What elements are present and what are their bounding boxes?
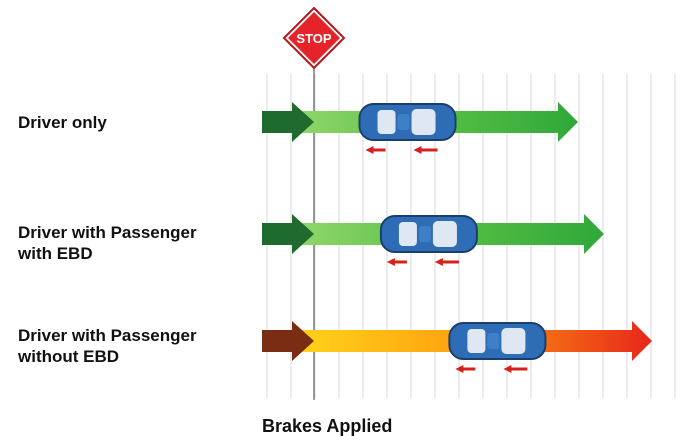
brake-arrow-icon [455, 365, 476, 373]
stop-sign-text: STOP [296, 31, 331, 46]
rows-layer [262, 102, 652, 373]
brake-arrow-icon [365, 146, 386, 154]
brake-arrow-icon [413, 146, 438, 154]
brake-arrow-head [386, 258, 395, 266]
car-roof [397, 114, 410, 130]
brake-arrow-head [434, 258, 443, 266]
car-icon [358, 103, 457, 141]
car-rear-window [467, 329, 486, 353]
start-arrow [262, 321, 314, 361]
car-roof [487, 333, 500, 349]
car-icon [448, 322, 547, 360]
car-rear-window [398, 222, 417, 246]
brake-arrow-head [503, 365, 512, 373]
row-label-without-ebd: Driver with Passenger without EBD [18, 326, 197, 366]
car-windshield [501, 328, 526, 354]
row-label-driver-only: Driver only [18, 113, 107, 132]
car-windshield [432, 221, 457, 247]
stop-sign-icon: STOP [282, 6, 346, 70]
brake-arrow-head [413, 146, 422, 154]
start-arrow [262, 214, 314, 254]
brakes-applied-label: Brakes Applied [262, 416, 393, 436]
brake-arrow-icon [386, 258, 407, 266]
brake-arrow-head [455, 365, 464, 373]
brake-arrow-head [365, 146, 374, 154]
brake-arrow-icon [503, 365, 528, 373]
start-arrow [262, 102, 314, 142]
car-rear-window [377, 110, 396, 134]
car-windshield [411, 109, 436, 135]
brake-arrow-icon [434, 258, 459, 266]
car-icon [379, 215, 478, 253]
car-roof [418, 226, 431, 242]
row-label-with-ebd: Driver with Passenger with EBD [18, 223, 197, 263]
